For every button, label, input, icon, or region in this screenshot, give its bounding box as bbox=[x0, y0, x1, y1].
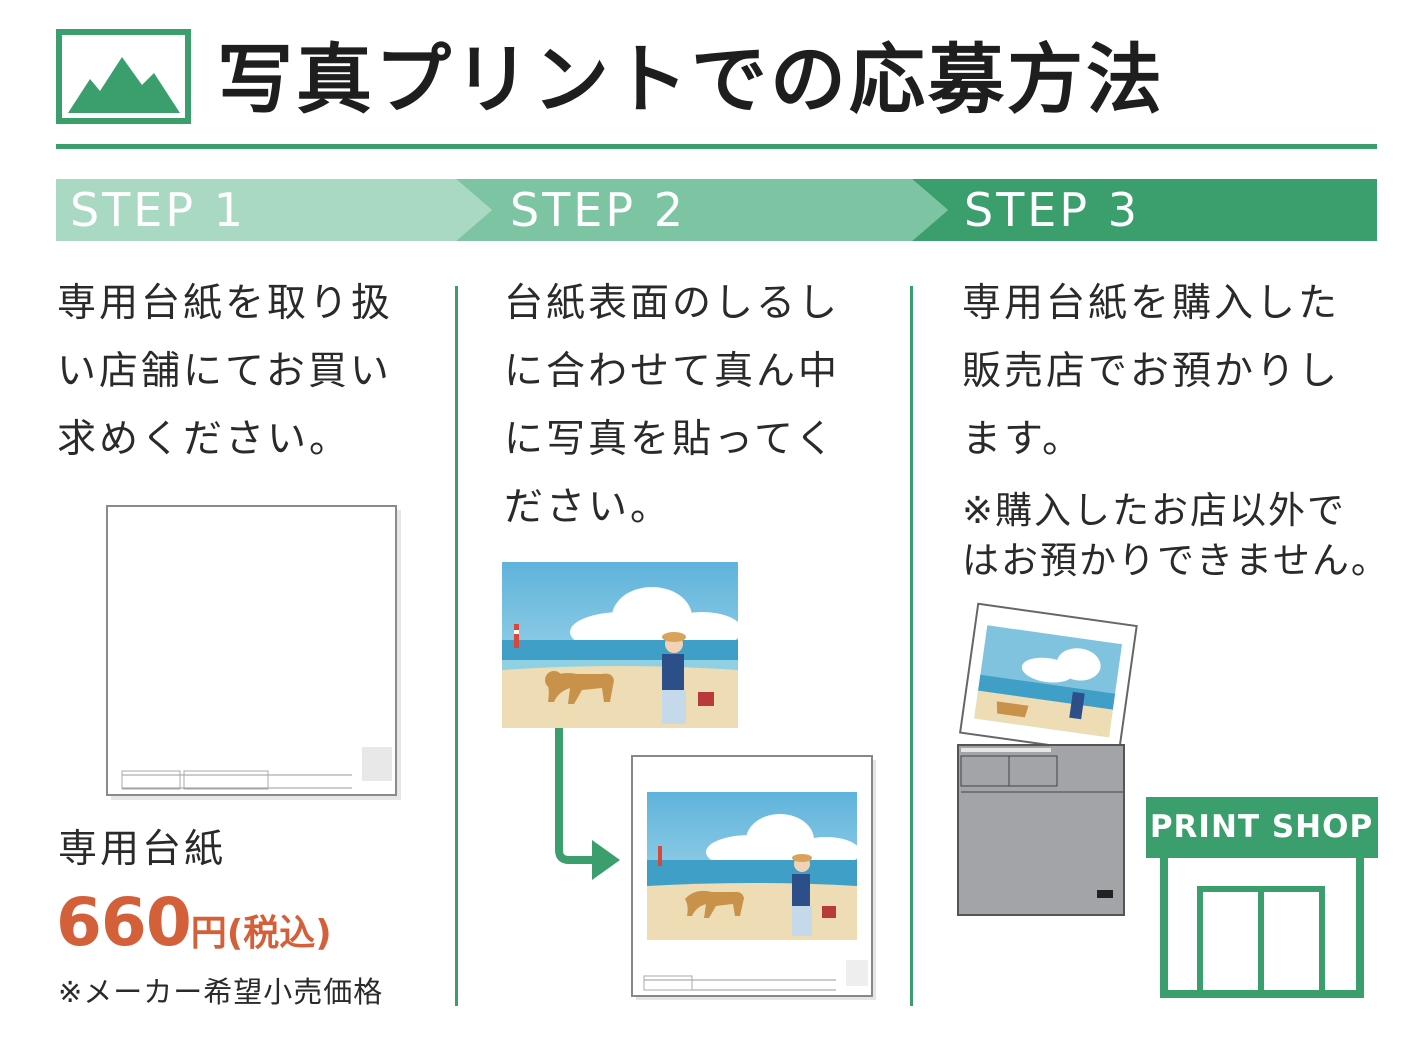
mounted-photo-board bbox=[631, 755, 876, 1000]
step-1-band bbox=[56, 179, 492, 241]
header-rule bbox=[56, 144, 1377, 149]
step-3-band bbox=[912, 179, 1377, 241]
down-right-arrow-icon bbox=[555, 728, 620, 880]
step-2-band bbox=[456, 179, 948, 241]
step-bar bbox=[56, 179, 1377, 241]
tilted-mounted-photo bbox=[959, 602, 1138, 756]
step-3-text: 専用台紙を購入した 販売店でお預かりし ます。 bbox=[962, 281, 1341, 462]
step-1-text: 専用台紙を取り扱 い店舗にてお買い 求めください。 bbox=[57, 281, 394, 462]
print-shop-sign: PRINT SHOP bbox=[1147, 797, 1376, 858]
step-2-label: STEP 2 bbox=[510, 183, 686, 237]
price-note: ※メーカー希望小売価格 bbox=[58, 975, 384, 1009]
price-value: 660 bbox=[56, 884, 192, 961]
column-divider-2 bbox=[910, 286, 913, 1006]
step-3-label: STEP 3 bbox=[964, 183, 1140, 237]
price-unit: 円 bbox=[190, 913, 227, 954]
page-title: 写真プリントでの応募方法 bbox=[217, 35, 1165, 124]
step-2-text: 台紙表面のしるし に合わせて真ん中 に写真を貼ってく ださい。 bbox=[504, 281, 841, 530]
price: 660円(税込) bbox=[56, 884, 332, 961]
step-1-label: STEP 1 bbox=[70, 183, 246, 237]
price-tax: (税込) bbox=[226, 913, 332, 954]
mountain-shape bbox=[68, 57, 180, 113]
gray-envelope bbox=[957, 744, 1125, 916]
photo-print bbox=[502, 562, 738, 728]
mountain-photo-icon bbox=[56, 29, 191, 124]
mount-board-label: 専用台紙 bbox=[58, 827, 227, 872]
mount-board-illustration bbox=[106, 505, 401, 800]
column-divider-1 bbox=[455, 286, 458, 1006]
step-3-note: ※購入したお店以外で はお預かりできません。 bbox=[962, 489, 1390, 582]
